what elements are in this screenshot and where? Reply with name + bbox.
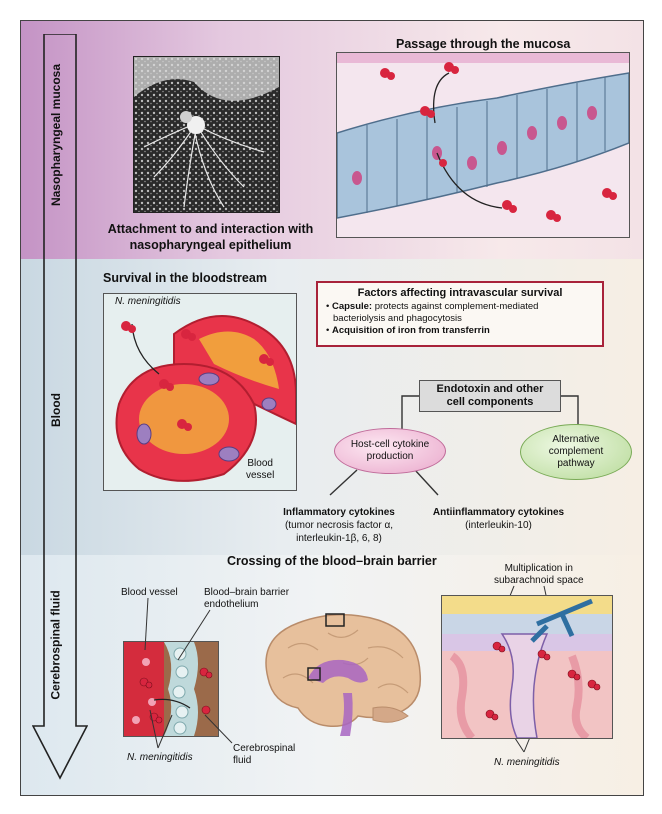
mucosa-passage-panel <box>336 52 630 238</box>
attachment-caption: Attachment to and interaction with nasop… <box>107 222 314 252</box>
down-arrow-icon <box>32 34 88 780</box>
passage-title: Passage through the mucosa <box>396 37 571 51</box>
bbb-label: Blood–brain barrier endothelium <box>204 587 290 610</box>
blood-title: Survival in the bloodstream <box>103 271 267 285</box>
factors-title: Factors affecting intravascular survival <box>357 287 563 299</box>
blood-vessel-panel <box>103 293 297 491</box>
antiinflammatory-block: Antiinflammatory cytokines (interleukin-… <box>432 507 565 531</box>
brain-icon <box>265 613 422 736</box>
endotoxin-box: Endotoxin and other cell components <box>419 380 561 412</box>
organism-label-csf-left: N. meningitidis <box>127 752 193 763</box>
bbb-panel <box>123 641 219 737</box>
factor-capsule: • Capsule: protects against complement-m… <box>326 301 539 312</box>
multiplication-label: Multiplication in subarachnoid space <box>494 563 584 586</box>
inflammatory-block: Inflammatory cytokines (tumor necrosis f… <box>283 507 395 544</box>
vessel-label: Blood vessel <box>246 458 275 481</box>
subarachnoid-panel <box>441 595 613 739</box>
factors-box: Factors affecting intravascular survival… <box>316 281 604 347</box>
organism-label-csf-right: N. meningitidis <box>494 757 560 768</box>
csf-label: Cerebrospinal fluid <box>233 743 296 766</box>
organism-label-blood: N. meningitidis <box>115 296 181 307</box>
factor-iron: • Acquisition of iron from transferrin <box>326 325 490 336</box>
blood-vessel-label: Blood vessel <box>121 587 178 598</box>
electron-micrograph <box>133 56 280 213</box>
csf-title: Crossing of the blood–brain barrier <box>227 554 437 568</box>
factor-capsule-cont: bacteriolysis and phagocytosis <box>333 313 462 324</box>
